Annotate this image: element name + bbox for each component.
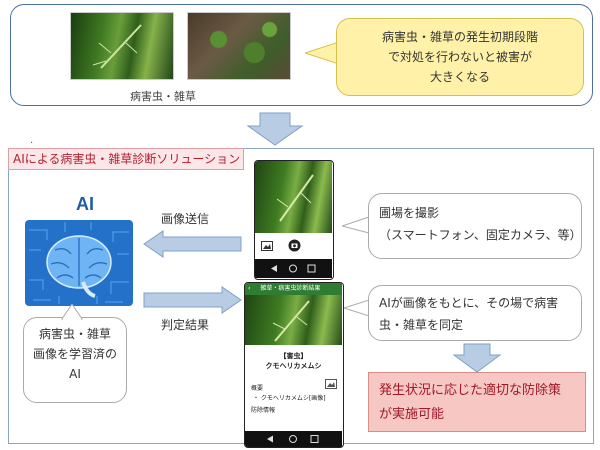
phone-header-title: 雑草・病害虫診断結果 xyxy=(260,285,321,292)
pest-name: クモヘリカメムシ xyxy=(265,362,322,370)
callout-tail xyxy=(342,216,370,234)
left-arrow xyxy=(143,230,242,258)
callout-line: 大きくなる xyxy=(429,70,490,84)
phone-photo xyxy=(245,295,342,345)
control-label: 防除情報 xyxy=(251,407,276,414)
insect-silhouette-icon xyxy=(276,174,314,222)
trained-ai-callout: 病害虫・雑草 画像を学習済の AI xyxy=(23,317,127,403)
callout-line: 病害虫・雑草の発生初期段階 xyxy=(381,30,538,44)
insect-silhouette-icon xyxy=(92,24,142,69)
overview-item: ・ クモヘリカメムシ[画像] xyxy=(253,395,326,402)
pest-tag: 【害虫】 xyxy=(279,352,308,360)
weed-photo xyxy=(187,12,291,80)
callout-line: 病害虫・雑草 xyxy=(38,327,111,341)
section-title: AIによる病害虫・雑草診断ソリューション xyxy=(8,148,244,170)
phone-nav-bar xyxy=(245,431,342,447)
overview-label: 概要 xyxy=(251,385,264,392)
result-line: 発生状況に応じた適切な防除策 xyxy=(379,383,562,398)
warning-callout: 病害虫・雑草の発生初期段階 で対処を行わないと被害が 大きくなる xyxy=(336,18,584,96)
phone-header: ‹ 雑草・病害虫診断結果 xyxy=(245,283,342,295)
insect-silhouette-icon xyxy=(272,300,310,342)
result-line: が実施可能 xyxy=(379,407,445,422)
ai-label: AI xyxy=(76,194,94,214)
callout-line: AI xyxy=(69,367,81,381)
camera-icon[interactable] xyxy=(288,239,301,252)
callout-tail xyxy=(305,41,339,65)
countermeasure-box: 発生状況に応じた適切な防除策 が実施可能 xyxy=(368,372,586,432)
phone-result: ‹ 雑草・病害虫診断結果 【害虫】 クモヘリカメムシ 概要 ・ クモヘリカメムシ… xyxy=(244,282,344,448)
down-arrow xyxy=(452,343,502,373)
brain-icon xyxy=(29,222,129,304)
callout-line: で対処を行わないと被害が xyxy=(387,50,532,64)
callout-line: 虫・雑草を同定 xyxy=(379,318,464,332)
result-label: 判定結果 xyxy=(161,318,210,332)
nav-icons xyxy=(271,264,316,273)
identify-callout: AIが画像をもとに、その場で病害 虫・雑草を同定 xyxy=(368,285,582,341)
phone-photo xyxy=(255,161,332,233)
insect-photo xyxy=(70,12,174,80)
down-arrow xyxy=(246,112,304,146)
right-arrow xyxy=(143,286,242,314)
phone-nav-bar xyxy=(255,259,332,278)
dot-mark: . xyxy=(30,135,34,146)
callout-tail xyxy=(344,299,370,317)
nav-icons xyxy=(267,435,319,443)
callout-line: 画像を学習済の xyxy=(32,347,117,361)
gallery-icon[interactable] xyxy=(261,241,273,251)
callout-line: 圃場を撮影 xyxy=(379,206,440,220)
callout-tail xyxy=(61,304,83,320)
send-image-label: 画像送信 xyxy=(161,212,210,226)
ai-brain-chip xyxy=(25,220,133,306)
capture-callout: 圃場を撮影 （スマートフォン、固定カメラ、等） xyxy=(368,193,582,259)
callout-line: AIが画像をもとに、その場で病害 xyxy=(379,296,559,310)
back-arrow-icon[interactable]: ‹ xyxy=(248,285,251,292)
gallery-icon[interactable] xyxy=(325,379,337,389)
top-caption: 病害虫・雑草 xyxy=(130,90,196,103)
callout-line: （スマートフォン、固定カメラ、等） xyxy=(379,228,582,242)
phone-capture xyxy=(254,160,334,280)
